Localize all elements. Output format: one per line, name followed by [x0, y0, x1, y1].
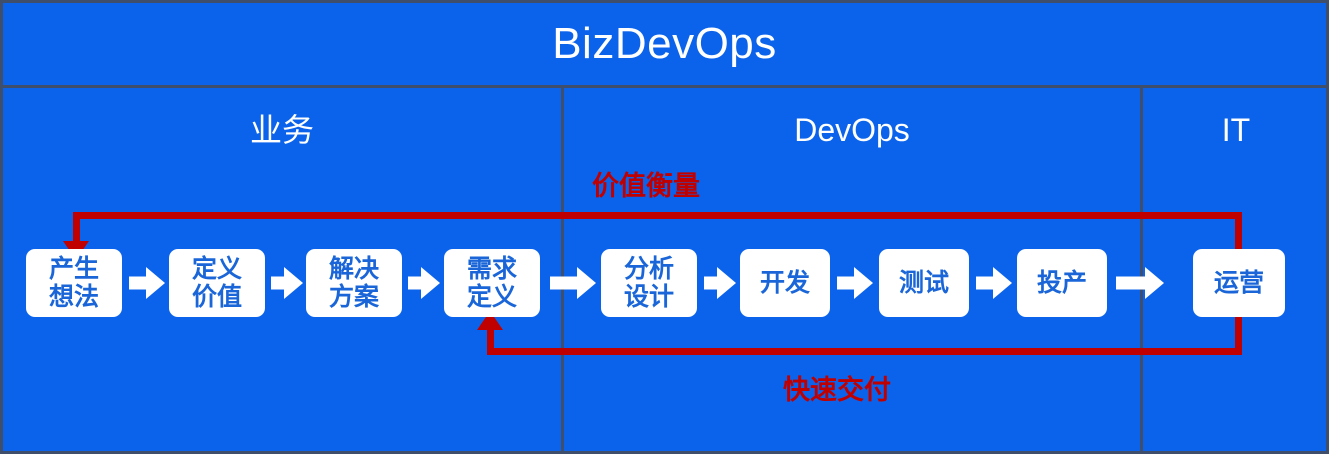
node-line: 定义 — [191, 255, 242, 283]
node-line: 测试 — [898, 269, 949, 297]
lane-header-biz: 业务 — [249, 112, 314, 148]
node-line: 价值 — [191, 283, 242, 311]
lane-divider-biz-devops — [561, 88, 564, 451]
node-line: 方案 — [328, 283, 379, 311]
process-node-analysis-design[interactable]: 分析 设计 — [601, 249, 697, 317]
lane-divider-devops-it — [1140, 88, 1143, 451]
node-line: 分析 — [623, 255, 674, 283]
value-loop-right-vertical — [1235, 212, 1242, 282]
node-line: 定义 — [466, 283, 517, 311]
node-line: 开发 — [759, 269, 810, 297]
node-line: 需求 — [466, 255, 517, 283]
diagram-title: BizDevOps — [552, 19, 777, 68]
value-loop-left-vertical — [73, 212, 80, 244]
node-line: 运营 — [1213, 269, 1264, 297]
flow-arrow-production-to-operations — [1116, 267, 1164, 299]
value-loop-label: 价值衡量 — [592, 171, 700, 201]
flow-arrow-development-to-testing — [837, 267, 873, 299]
process-node-idea[interactable]: 产生 想法 — [26, 249, 122, 317]
value-loop-top-horizontal — [73, 212, 1242, 219]
flow-arrow-requirement-to-analysis — [550, 267, 596, 299]
delivery-loop-right-vertical — [1235, 303, 1242, 355]
process-node-development[interactable]: 开发 — [740, 249, 830, 317]
flow-arrow-solution-to-requirement — [408, 267, 440, 299]
lane-header-devops: DevOps — [794, 112, 910, 148]
process-node-testing[interactable]: 测试 — [879, 249, 969, 317]
flow-arrow-analysis-to-development — [704, 267, 736, 299]
delivery-loop-label: 快速交付 — [783, 375, 891, 405]
flow-arrow-idea-to-define — [129, 267, 165, 299]
node-line: 产生 — [48, 255, 99, 283]
flow-arrow-define-to-solution — [271, 267, 303, 299]
delivery-loop-bottom-horizontal — [490, 348, 1242, 355]
flow-arrow-testing-to-production — [976, 267, 1012, 299]
delivery-loop-left-vertical — [487, 329, 494, 355]
node-line: 想法 — [48, 283, 99, 311]
process-node-production[interactable]: 投产 — [1017, 249, 1107, 317]
node-line: 投产 — [1036, 269, 1087, 297]
process-node-requirement[interactable]: 需求 定义 — [444, 249, 540, 317]
lane-header-it: IT — [1221, 112, 1251, 148]
process-node-define-value[interactable]: 定义 价值 — [169, 249, 265, 317]
node-line: 解决 — [328, 255, 379, 283]
process-node-solution[interactable]: 解决 方案 — [306, 249, 402, 317]
diagram-title-bar: BizDevOps — [3, 3, 1326, 88]
node-line: 设计 — [623, 283, 674, 311]
process-node-operations[interactable]: 运营 — [1193, 249, 1285, 317]
